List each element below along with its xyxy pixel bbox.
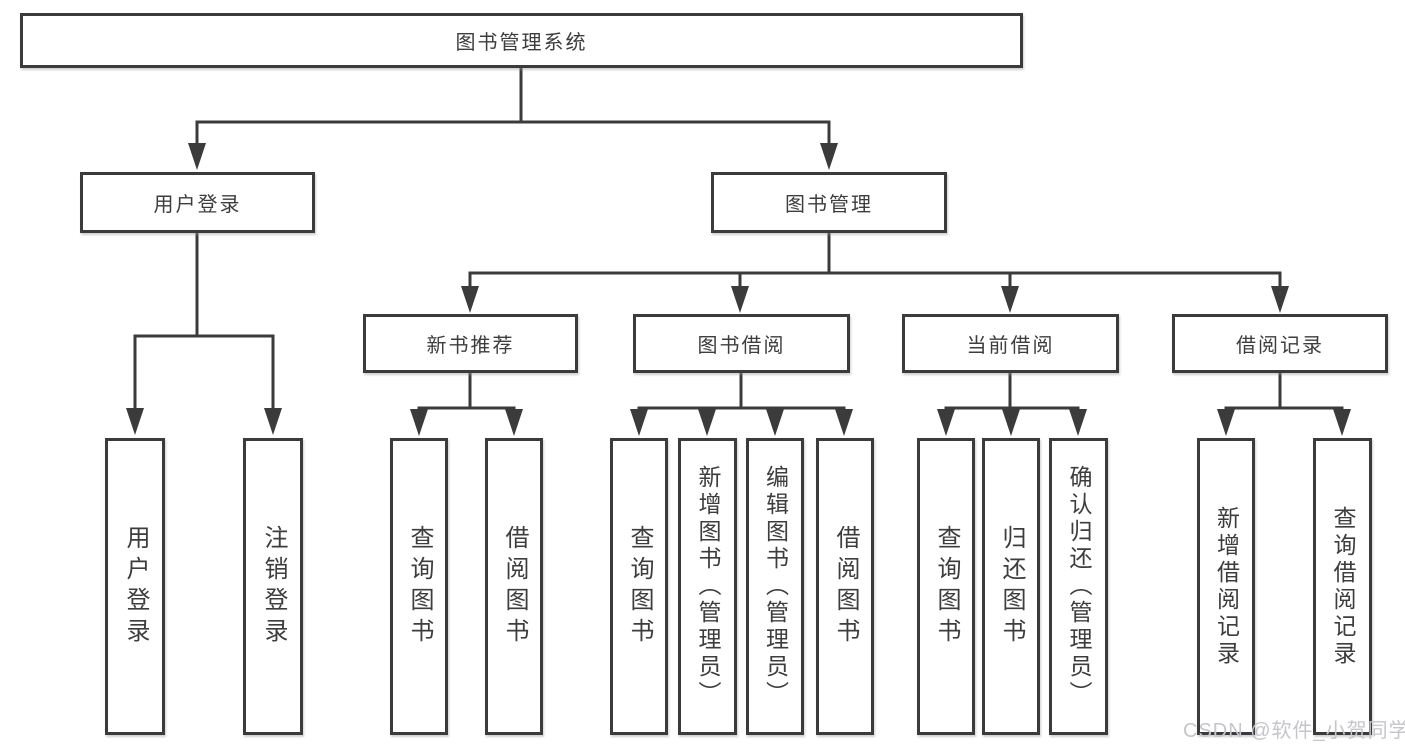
csdn-watermark: CSDN @软件_小贺同学 [1183, 720, 1405, 742]
node-leaf-return-book: 归还图书 [982, 438, 1040, 735]
node-leaf-borrow-book-2: 借阅图书 [816, 438, 874, 735]
node-label: 注销登录 [260, 524, 287, 649]
node-label: 确认归还（管理员） [1066, 465, 1092, 708]
node-leaf-query-borrow-record: 查询借阅记录 [1313, 438, 1372, 735]
connector-user-login-children [133, 233, 275, 414]
node-label: 用户登录 [153, 194, 242, 216]
node-label: 新增借阅记录 [1213, 505, 1240, 668]
node-leaf-add-borrow-record: 新增借阅记录 [1197, 438, 1255, 735]
connector-book-borrow-children [637, 373, 846, 414]
node-current-borrow: 当前借阅 [902, 314, 1119, 373]
arrowheads-new-book-children [410, 409, 523, 436]
node-leaf-query-book-3: 查询图书 [917, 438, 975, 735]
arrowheads-current-borrow-children [937, 409, 1087, 436]
node-label: 借阅记录 [1236, 335, 1324, 357]
node-label: 查询图书 [933, 524, 960, 649]
connector-root-to-level2 [195, 68, 831, 148]
node-label: 用户登录 [122, 524, 149, 649]
node-label: 借阅图书 [832, 524, 859, 649]
node-label: 借阅图书 [501, 524, 528, 649]
node-leaf-confirm-return-admin: 确认归还（管理员） [1049, 438, 1108, 735]
node-book-management: 图书管理 [711, 172, 947, 233]
connector-book-management-children [468, 233, 1282, 292]
node-label: 当前借阅 [966, 335, 1055, 357]
arrowheads-book-borrow-children [630, 409, 853, 436]
node-leaf-add-book-admin: 新增图书（管理员） [678, 438, 737, 735]
node-label: 查询图书 [406, 524, 433, 649]
node-label: 图书管理系统 [455, 32, 588, 54]
arrowheads-book-management-children [461, 286, 1289, 313]
arrowheads-user-login-children [126, 408, 282, 435]
node-leaf-query-book-1: 查询图书 [390, 438, 448, 735]
node-label: 查询图书 [626, 524, 653, 649]
node-label: 归还图书 [998, 524, 1025, 649]
node-new-book-recommend: 新书推荐 [363, 314, 578, 373]
connector-current-borrow-children [944, 373, 1080, 414]
node-borrow-record: 借阅记录 [1172, 314, 1388, 373]
node-label: 新书推荐 [426, 335, 515, 357]
node-label: 图书管理 [785, 194, 873, 216]
node-book-borrow: 图书借阅 [633, 314, 850, 373]
node-leaf-user-login: 用户登录 [105, 438, 165, 735]
node-user-login: 用户登录 [80, 172, 315, 233]
arrowheads-level2 [188, 143, 838, 170]
connector-new-book-children [417, 373, 516, 414]
node-label: 图书借阅 [697, 335, 786, 357]
node-label: 编辑图书（管理员） [762, 465, 789, 708]
node-leaf-query-book-2: 查询图书 [610, 438, 668, 735]
node-library-management-system: 图书管理系统 [20, 13, 1023, 68]
node-leaf-borrow-book-1: 借阅图书 [485, 438, 543, 735]
arrowheads-borrow-record-children [1217, 409, 1351, 436]
node-leaf-edit-book-admin: 编辑图书（管理员） [746, 438, 804, 735]
node-leaf-logout: 注销登录 [243, 438, 303, 735]
connector-borrow-record-children [1224, 373, 1344, 414]
node-label: 查询借阅记录 [1330, 505, 1356, 668]
node-label: 新增图书（管理员） [695, 465, 721, 708]
